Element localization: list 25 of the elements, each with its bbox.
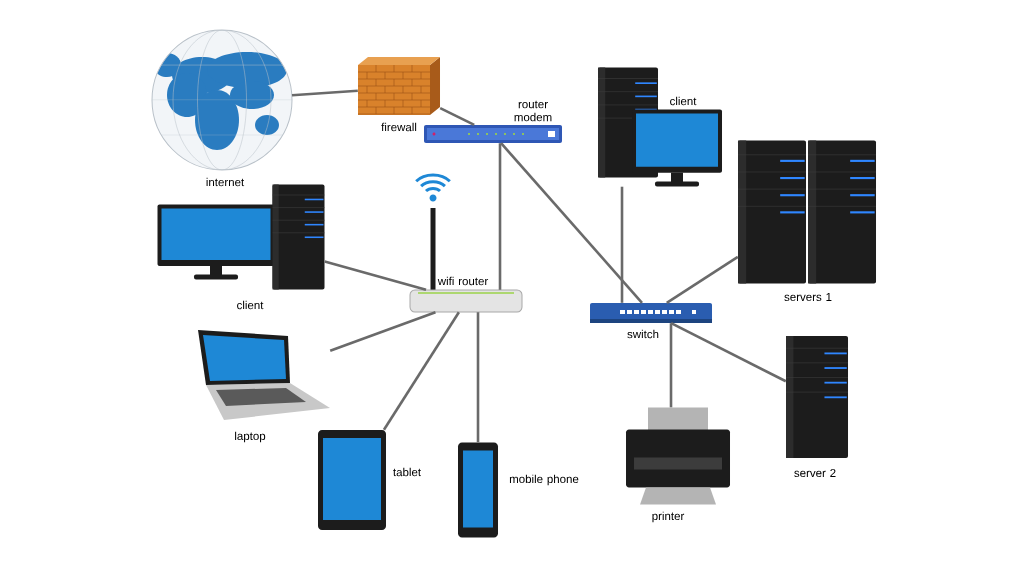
cable-line (439, 107, 475, 126)
device-label: client (670, 96, 697, 106)
cable-line (382, 311, 460, 431)
cable-line (324, 260, 427, 292)
cable-line (291, 89, 358, 97)
device-label: servers 1 (784, 293, 832, 301)
device-label: firewall (381, 122, 417, 132)
cable-line (500, 142, 643, 304)
cable-line (498, 143, 502, 290)
cable-line (670, 322, 787, 383)
device-label: printer (652, 511, 685, 523)
cable-line (620, 186, 624, 303)
cable-line (666, 255, 739, 304)
device-label: switch (627, 329, 659, 339)
device-label: mobile phone (509, 474, 579, 486)
cable-line (476, 312, 480, 443)
device-label: internet (206, 177, 245, 187)
cable-line (669, 323, 673, 408)
device-label: client (237, 300, 264, 310)
device-label: wifi router (437, 276, 489, 286)
device-label: server 2 (794, 468, 836, 478)
cable-line (329, 311, 436, 352)
device-label: laptop (235, 431, 266, 443)
device-label: tablet (393, 467, 421, 477)
device-label: router modem (514, 100, 552, 122)
